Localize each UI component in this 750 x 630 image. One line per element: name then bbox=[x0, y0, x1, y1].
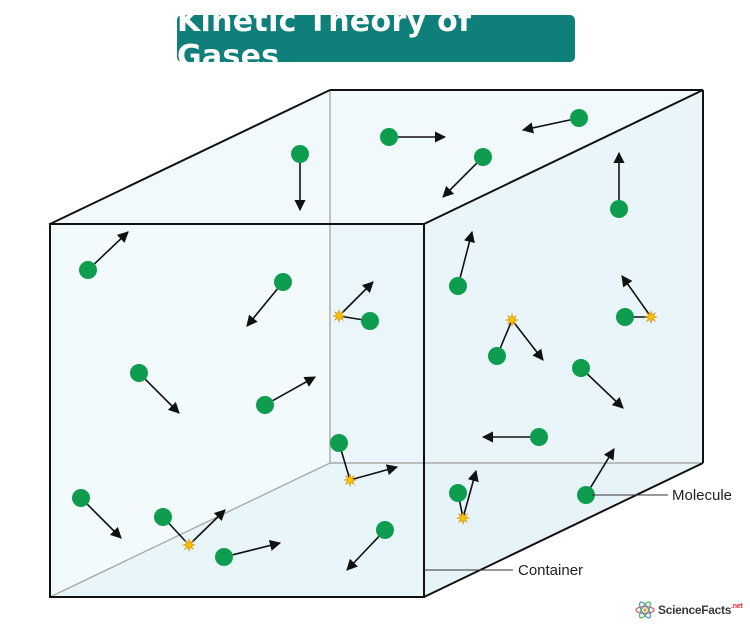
velocity-arrow bbox=[442, 162, 478, 198]
container-cube bbox=[49, 89, 704, 598]
molecule bbox=[521, 109, 588, 134]
velocity-arrow bbox=[232, 540, 282, 556]
molecule-ball bbox=[361, 312, 379, 330]
molecule bbox=[577, 448, 615, 504]
cube-visible-edge bbox=[423, 462, 704, 598]
rebound-arrow bbox=[462, 469, 479, 519]
cube-front-face bbox=[50, 224, 424, 597]
collision bbox=[488, 312, 544, 365]
collision bbox=[331, 281, 379, 330]
velocity-arrow bbox=[459, 230, 475, 278]
collision-spark-icon bbox=[643, 309, 659, 325]
collision bbox=[330, 434, 399, 488]
collision-layer bbox=[154, 275, 659, 553]
velocity-arrow bbox=[86, 503, 122, 539]
molecule-ball bbox=[291, 145, 309, 163]
molecule bbox=[442, 148, 492, 198]
molecule-ball bbox=[79, 261, 97, 279]
cube-visible-edge bbox=[49, 89, 331, 225]
collision-spark-icon bbox=[331, 308, 347, 324]
molecule bbox=[72, 489, 122, 539]
molecule-ball bbox=[474, 148, 492, 166]
logo-suffix: .net bbox=[731, 603, 743, 610]
molecule bbox=[130, 364, 180, 414]
molecule-ball bbox=[154, 508, 172, 526]
velocity-arrow bbox=[272, 376, 316, 402]
rebound-arrow bbox=[349, 464, 399, 481]
molecule-ball bbox=[72, 489, 90, 507]
molecule-ball bbox=[488, 347, 506, 365]
molecule bbox=[572, 359, 624, 409]
page-title: Kinetic Theory of Gases bbox=[177, 3, 472, 74]
collision-spark-icon bbox=[181, 537, 197, 553]
molecule-ball bbox=[449, 277, 467, 295]
logo-text: ScienceFacts.net bbox=[658, 603, 743, 617]
molecule bbox=[256, 376, 316, 414]
molecule bbox=[610, 151, 628, 218]
molecule-ball bbox=[530, 428, 548, 446]
atom-icon bbox=[635, 601, 655, 619]
molecule bbox=[79, 231, 129, 279]
velocity-arrow bbox=[93, 231, 129, 265]
molecule bbox=[215, 540, 282, 566]
molecule-label: Molecule bbox=[672, 487, 732, 504]
velocity-arrow bbox=[246, 288, 278, 327]
collision bbox=[449, 469, 479, 526]
velocity-arrow bbox=[144, 378, 180, 414]
molecule bbox=[246, 273, 292, 327]
molecule bbox=[449, 230, 475, 295]
collision-spark-icon bbox=[455, 510, 471, 526]
molecule bbox=[380, 128, 447, 146]
velocity-arrow bbox=[346, 535, 380, 571]
molecule-ball bbox=[330, 434, 348, 452]
molecule-ball bbox=[130, 364, 148, 382]
molecule-ball bbox=[449, 484, 467, 502]
velocity-arrow bbox=[589, 448, 615, 488]
cube-front-edges bbox=[49, 223, 425, 598]
velocity-arrow bbox=[586, 373, 624, 409]
molecule-ball bbox=[572, 359, 590, 377]
sciencefacts-logo: ScienceFacts.net bbox=[635, 598, 743, 622]
molecule-ball bbox=[376, 521, 394, 539]
molecule-layer bbox=[72, 109, 628, 571]
molecule-ball bbox=[610, 200, 628, 218]
rebound-arrow bbox=[188, 509, 226, 546]
molecule-ball bbox=[570, 109, 588, 127]
collision-spark-icon bbox=[504, 312, 520, 328]
collision bbox=[154, 508, 226, 553]
velocity-arrow bbox=[521, 119, 571, 134]
cube-top-face bbox=[50, 90, 703, 224]
molecule-ball bbox=[256, 396, 274, 414]
molecule-ball bbox=[274, 273, 292, 291]
logo-name: ScienceFacts bbox=[658, 603, 732, 617]
cube-hidden-edge bbox=[49, 462, 331, 598]
title-banner: Kinetic Theory of Gases bbox=[177, 4, 575, 74]
rebound-arrow bbox=[511, 319, 544, 361]
cube-visible-edge bbox=[423, 89, 704, 225]
collision bbox=[616, 275, 659, 326]
molecule-ball bbox=[380, 128, 398, 146]
molecule bbox=[346, 521, 394, 571]
molecule-ball bbox=[577, 486, 595, 504]
rebound-arrow bbox=[621, 275, 652, 318]
container-label: Container bbox=[518, 562, 583, 579]
molecule bbox=[291, 145, 309, 212]
molecule-ball bbox=[215, 548, 233, 566]
rebound-arrow bbox=[338, 281, 374, 317]
molecule-ball bbox=[616, 308, 634, 326]
molecule bbox=[481, 428, 548, 446]
collision-spark-icon bbox=[342, 472, 358, 488]
